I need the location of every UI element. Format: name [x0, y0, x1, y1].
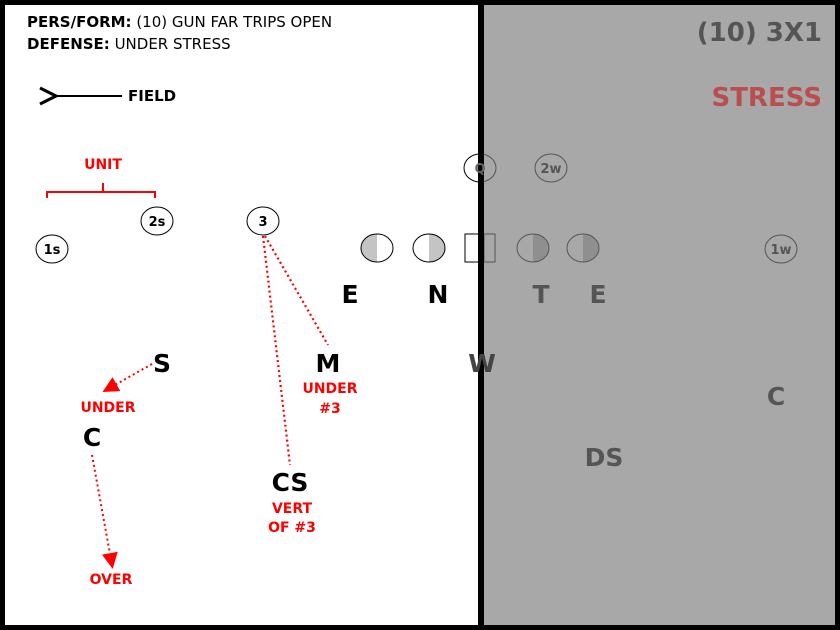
left-tackle	[360, 233, 394, 263]
defender-s: S	[153, 349, 171, 378]
defender-t: T	[532, 280, 549, 309]
defender-cs: CS	[272, 468, 309, 497]
left-guard	[412, 233, 446, 263]
defender-e-boundary: E	[589, 280, 606, 309]
defense-label: DEFENSE:	[27, 35, 110, 53]
receiver-2w-circle	[534, 153, 568, 183]
m-assignment-line1: UNDER	[302, 381, 357, 397]
defender-m: M	[316, 349, 341, 378]
quarterback-circle-right	[479, 153, 497, 183]
defender-c-field: C	[83, 423, 101, 452]
pers-form-label: PERS/FORM:	[27, 13, 132, 31]
receiver-1w-circle	[764, 234, 798, 264]
receiver-3-circle	[246, 206, 280, 236]
s-assignment: UNDER	[80, 400, 135, 416]
defender-ds: DS	[585, 443, 624, 472]
c-route	[91, 454, 118, 569]
unit-label: UNIT	[84, 157, 122, 173]
boundary-side-shade	[484, 5, 835, 625]
pers-form-line: PERS/FORM: (10) GUN FAR TRIPS OPEN	[27, 13, 332, 31]
receiver-3: 3	[258, 215, 267, 230]
receiver-1w: 1w	[770, 243, 791, 258]
defender-n: N	[428, 280, 449, 309]
quarterback: Q	[474, 162, 485, 177]
cs-assignment-line2: OF #3	[268, 520, 316, 536]
receiver-2w: 2w	[540, 162, 561, 177]
personnel-tag: (10) 3X1	[696, 18, 822, 48]
stress-tag: STRESS	[711, 83, 822, 113]
receiver-1s-circle	[35, 234, 69, 264]
center-divider	[478, 5, 484, 625]
c-assignment: OVER	[90, 572, 133, 588]
defender-e-field: E	[341, 280, 358, 309]
defender-w: W	[468, 349, 496, 378]
cs-assignment-line1: VERT	[272, 501, 313, 517]
receiver-2s: 2s	[149, 215, 166, 230]
right-tackle	[566, 233, 600, 263]
right-guard	[516, 233, 550, 263]
m-assignment-line2: #3	[319, 401, 340, 417]
unit-bracket	[46, 183, 156, 198]
receiver-2s-circle	[140, 206, 174, 236]
s-route	[102, 363, 153, 392]
field-label: FIELD	[128, 87, 176, 105]
defense-line: DEFENSE: UNDER STRESS	[27, 35, 231, 53]
m-route	[264, 235, 329, 346]
quarterback-circle-left	[463, 153, 481, 183]
pers-form-value: (10) GUN FAR TRIPS OPEN	[136, 13, 333, 31]
defender-c-boundary: C	[767, 382, 785, 411]
defense-value: UNDER STRESS	[114, 35, 231, 53]
cs-route	[261, 235, 292, 466]
receiver-1s: 1s	[44, 243, 61, 258]
